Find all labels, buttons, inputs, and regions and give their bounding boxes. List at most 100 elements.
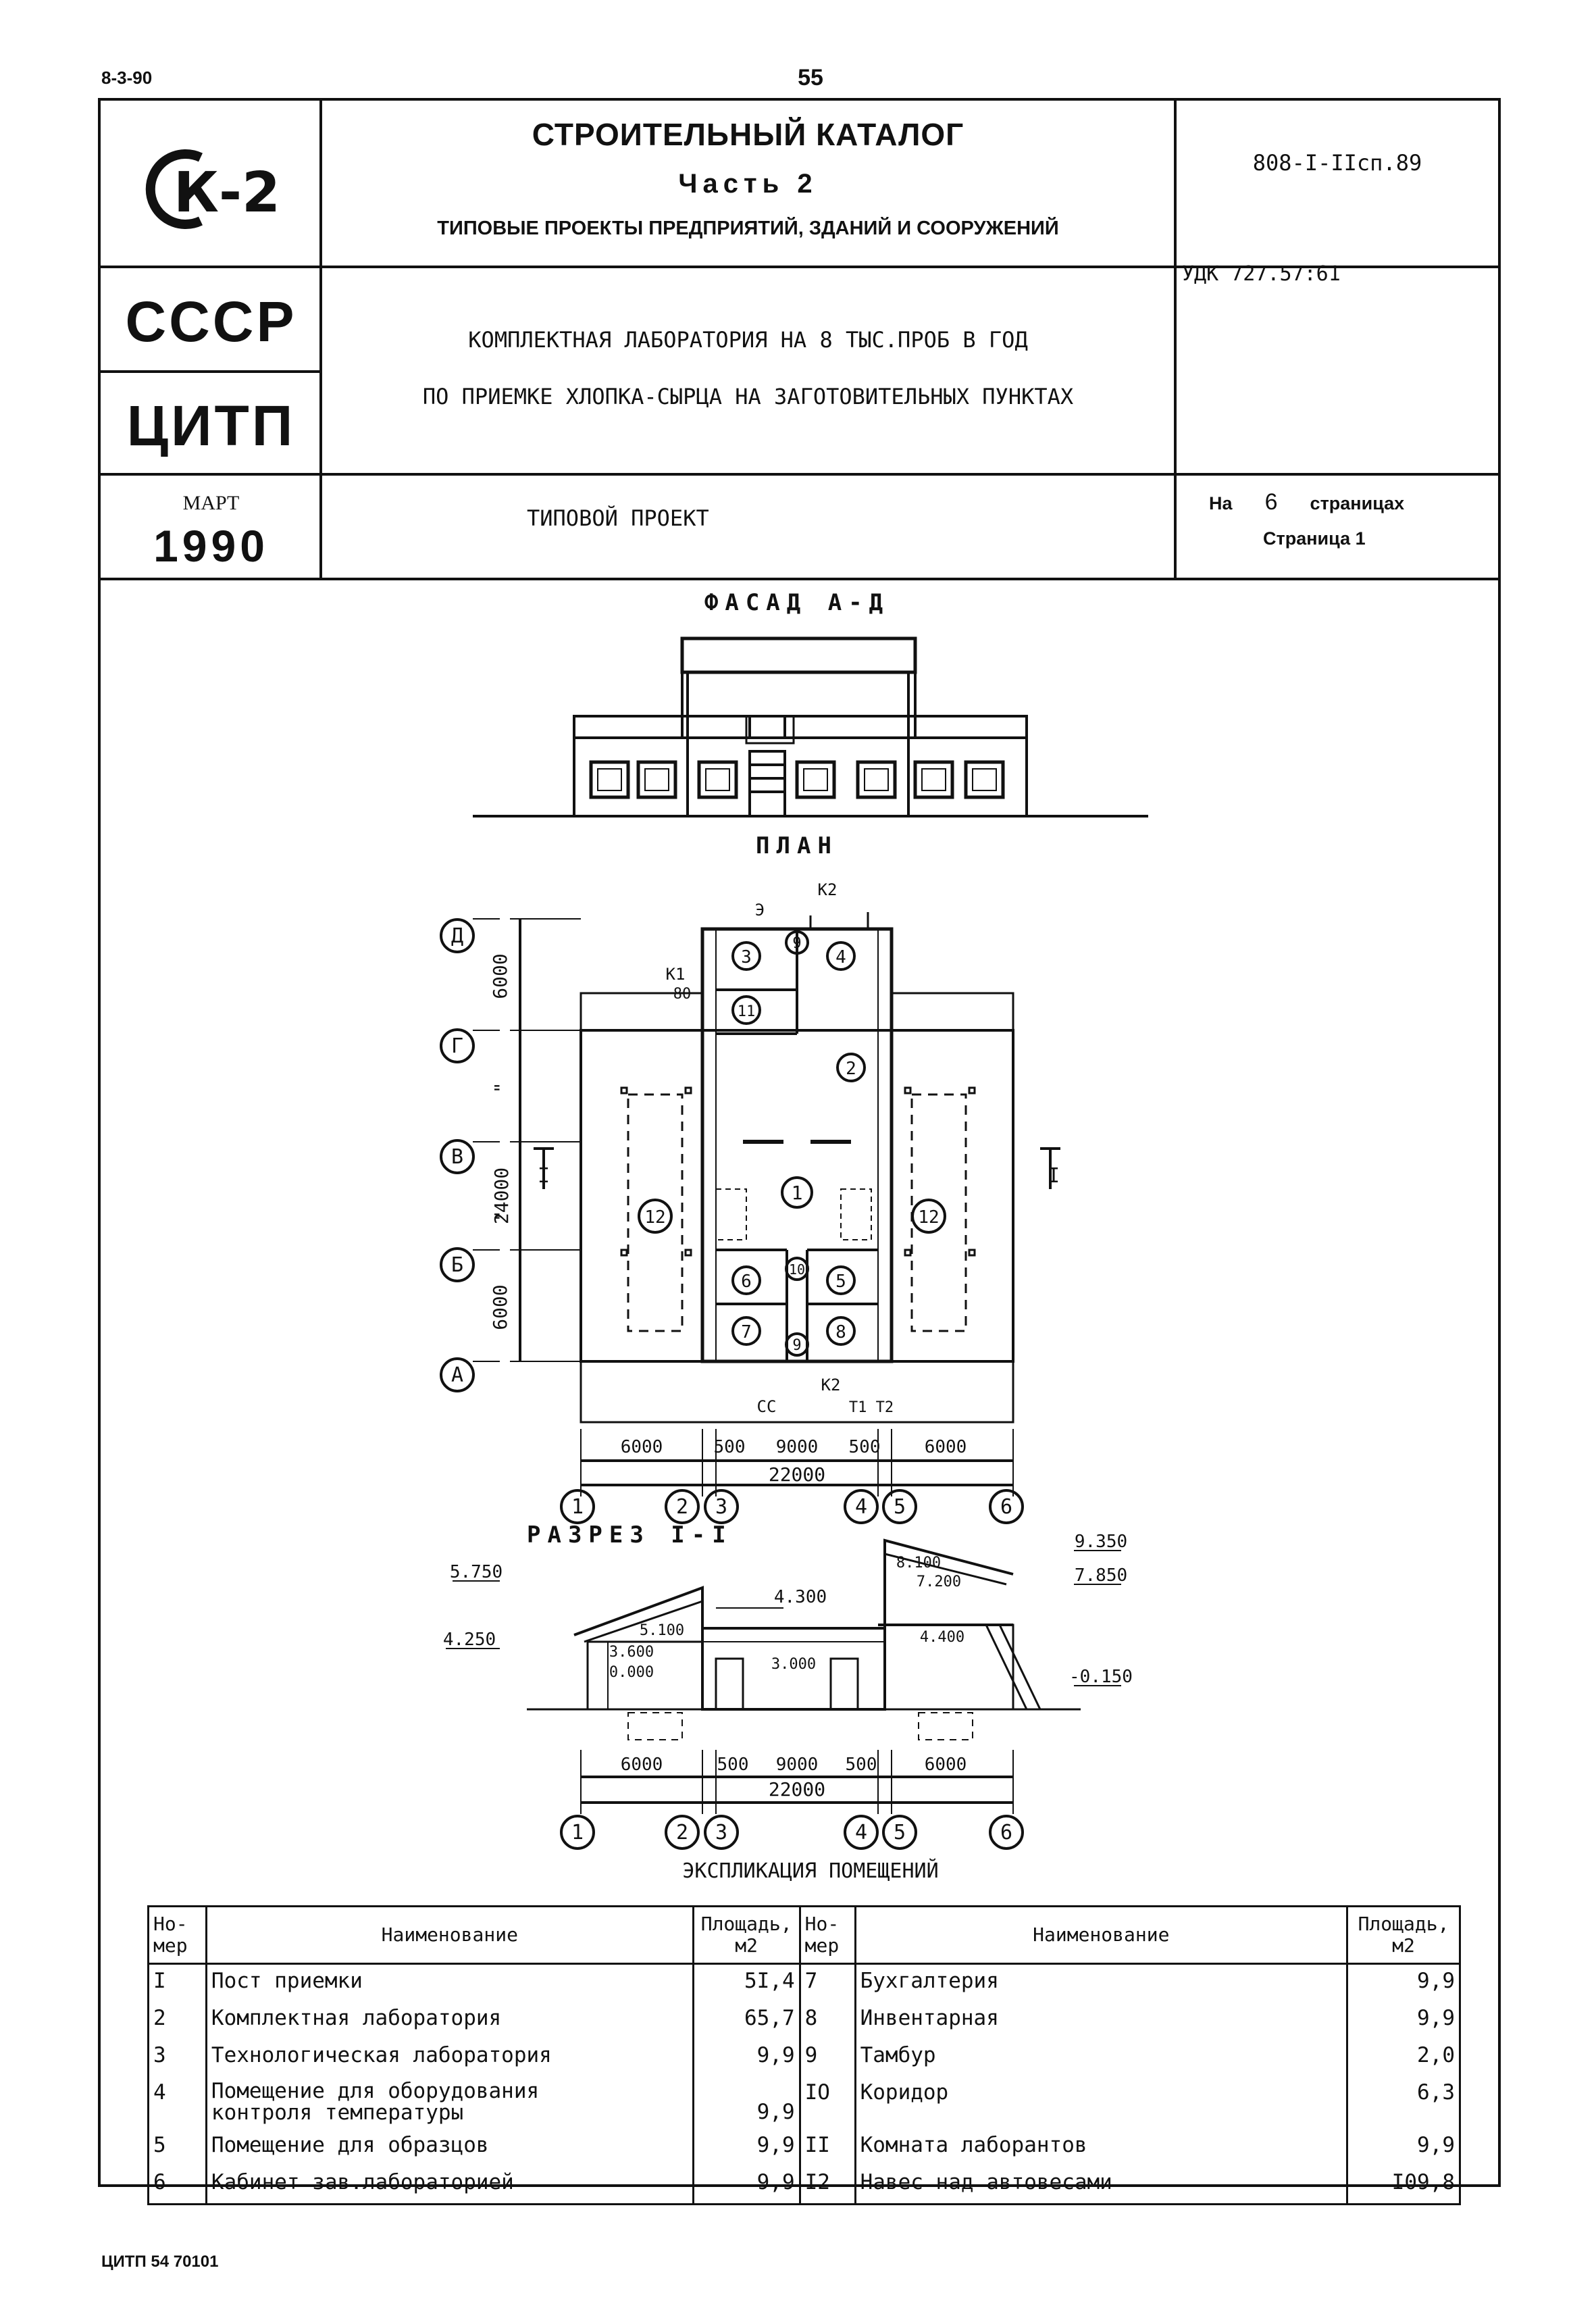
- room-number: 9: [798, 2038, 856, 2076]
- table-row: 6 Кабинет зав.лабораторией 9,9 I2 Навес …: [147, 2165, 1461, 2205]
- room-area: 9,9: [1346, 1963, 1461, 2003]
- level-7850: 7.850: [1075, 1565, 1127, 1586]
- header-number-right: Но- мер: [798, 1905, 856, 1965]
- pages-prefix: На: [1209, 493, 1233, 513]
- room-num-9-bottom: 9: [792, 1337, 801, 1354]
- plan-axis-3: 3: [715, 1495, 727, 1519]
- plan-dim-v-5: 6000: [489, 1284, 511, 1330]
- level-7200: 7.200: [917, 1574, 961, 1590]
- marker-t: Т1 Т2: [849, 1399, 894, 1416]
- section-axis-2: 2: [676, 1821, 688, 1844]
- plan-total-width: 22000: [769, 1463, 825, 1486]
- plan-dim-h-1: 6000: [621, 1437, 663, 1457]
- pages-count-line: На 6 страницах: [1209, 489, 1479, 515]
- room-area: 65,7: [692, 2002, 801, 2039]
- room-number: I: [147, 1963, 207, 2003]
- room-number: 4: [147, 2076, 207, 2130]
- level-4250: 4.250: [443, 1630, 496, 1650]
- room-number: 6: [147, 2165, 207, 2205]
- plan-dim-h-2: 500: [714, 1437, 746, 1457]
- level-3000: 3.000: [771, 1656, 816, 1673]
- building-section: [446, 1538, 1121, 1850]
- room-name: Помещение для оборудования контроля темп…: [205, 2076, 694, 2130]
- catalog-logo: К-2: [138, 139, 301, 240]
- level-8100: 8.100: [896, 1555, 941, 1571]
- table-row: I Пост приемки 5I,4 7 Бухгалтерия 9,9: [147, 1963, 1461, 2003]
- plan-dim-h-5: 6000: [925, 1437, 967, 1457]
- issue-month: МАРТ: [182, 492, 240, 514]
- marker-k2-bottom: К2: [821, 1376, 841, 1394]
- room-number: 8: [798, 2002, 856, 2039]
- marker-e: Э: [755, 901, 765, 920]
- explication-table: Но- мер Наименование Площадь, м2 Но- мер…: [147, 1905, 1461, 2205]
- catalog-part: Часть 2: [678, 169, 818, 199]
- section-axis-6: 6: [1000, 1821, 1012, 1844]
- room-area: 9,9: [1346, 2129, 1461, 2166]
- axis-letter-b: Б: [451, 1253, 463, 1277]
- facade-title: ФАСАД А-Д: [704, 589, 890, 616]
- footer-code: ЦИТП 54 70101: [101, 2253, 219, 2271]
- room-name: Инвентарная: [854, 2002, 1349, 2039]
- logo-text: К-2: [174, 161, 280, 225]
- plan-axis-6: 6: [1000, 1495, 1012, 1519]
- room-name: Кабинет зав.лабораторией: [205, 2165, 694, 2205]
- room-area: 9,9: [692, 2076, 801, 2130]
- room-num-8: 8: [835, 1322, 846, 1342]
- level-5750: 5.750: [450, 1562, 503, 1582]
- section-total-width: 22000: [769, 1778, 825, 1801]
- marker-k1-size: 80: [673, 986, 692, 1003]
- level-4400: 4.400: [920, 1629, 964, 1646]
- section-dim-5: 6000: [925, 1755, 967, 1775]
- section-axis-4: 4: [855, 1821, 867, 1844]
- table-row: 5 Помещение для образцов 9,9 II Комната …: [147, 2129, 1461, 2166]
- room-name: Помещение для образцов: [205, 2129, 694, 2166]
- section-dim-4: 500: [846, 1755, 877, 1775]
- room-num-5: 5: [835, 1272, 846, 1292]
- table-row: 3 Технологическая лаборатория 9,9 9 Тамб…: [147, 2038, 1461, 2076]
- plan-axis-5: 5: [894, 1495, 906, 1519]
- section-title: РАЗРЕЗ I-I: [527, 1521, 733, 1549]
- room-num-1: 1: [792, 1182, 803, 1204]
- logo-mark: К-2: [145, 149, 280, 229]
- plan-dim-v-4: ": [490, 1211, 513, 1222]
- plan-axis-2: 2: [676, 1495, 688, 1519]
- room-num-11: 11: [738, 1003, 756, 1020]
- room-num-6: 6: [741, 1272, 752, 1292]
- project-title-line1: КОМПЛЕКТНАЯ ЛАБОРАТОРИЯ НА 8 ТЫС.ПРОБ В …: [468, 327, 1028, 353]
- plan-dim-h-3: 9000: [776, 1437, 819, 1457]
- level-0000: 0.000: [609, 1664, 654, 1681]
- page-label: Страница 1: [1263, 528, 1366, 549]
- marker-cc: СС: [757, 1397, 777, 1416]
- marker-k1: К1: [666, 965, 686, 984]
- room-name: Пост приемки: [205, 1963, 694, 2003]
- plan-axis-4: 4: [855, 1495, 867, 1519]
- section-dim-1: 6000: [621, 1755, 663, 1775]
- plan-title: ПЛАН: [756, 832, 838, 859]
- room-number: 3: [147, 2038, 207, 2076]
- axis-letter-g: Г: [451, 1034, 463, 1058]
- room-name: Технологическая лаборатория: [205, 2038, 694, 2076]
- marker-k2-top: К2: [818, 880, 838, 899]
- title-block-rule-3: [98, 578, 1501, 580]
- section-axis-3: 3: [715, 1821, 727, 1844]
- header-area-right: Площадь, м2: [1346, 1905, 1461, 1965]
- header-name-right: Наименование: [854, 1905, 1349, 1965]
- room-num-12-right: 12: [918, 1207, 939, 1228]
- cut-marker-left: I: [538, 1164, 550, 1188]
- catalog-title: СТРОИТЕЛЬНЫЙ КАТАЛОГ: [532, 117, 964, 152]
- room-area: I09,8: [1346, 2165, 1461, 2205]
- plan-dim-v-1: 6000: [489, 953, 511, 999]
- explication-title: ЭКСПЛИКАЦИЯ ПОМЕЩЕНИЙ: [682, 1859, 939, 1883]
- room-num-7: 7: [741, 1322, 752, 1342]
- plan-axis-1: 1: [571, 1495, 584, 1519]
- room-name: Комната лаборантов: [854, 2129, 1349, 2166]
- cut-marker-right: I: [1048, 1164, 1060, 1188]
- room-name: Коридор: [854, 2076, 1349, 2130]
- room-area: 2,0: [1346, 2038, 1461, 2076]
- project-code: 808-I-IIсп.89: [1252, 150, 1422, 176]
- header-area-left: Площадь, м2: [692, 1905, 801, 1965]
- room-number: I2: [798, 2165, 856, 2205]
- room-area: 9,9: [692, 2038, 801, 2076]
- floor-plan: [440, 912, 1060, 1524]
